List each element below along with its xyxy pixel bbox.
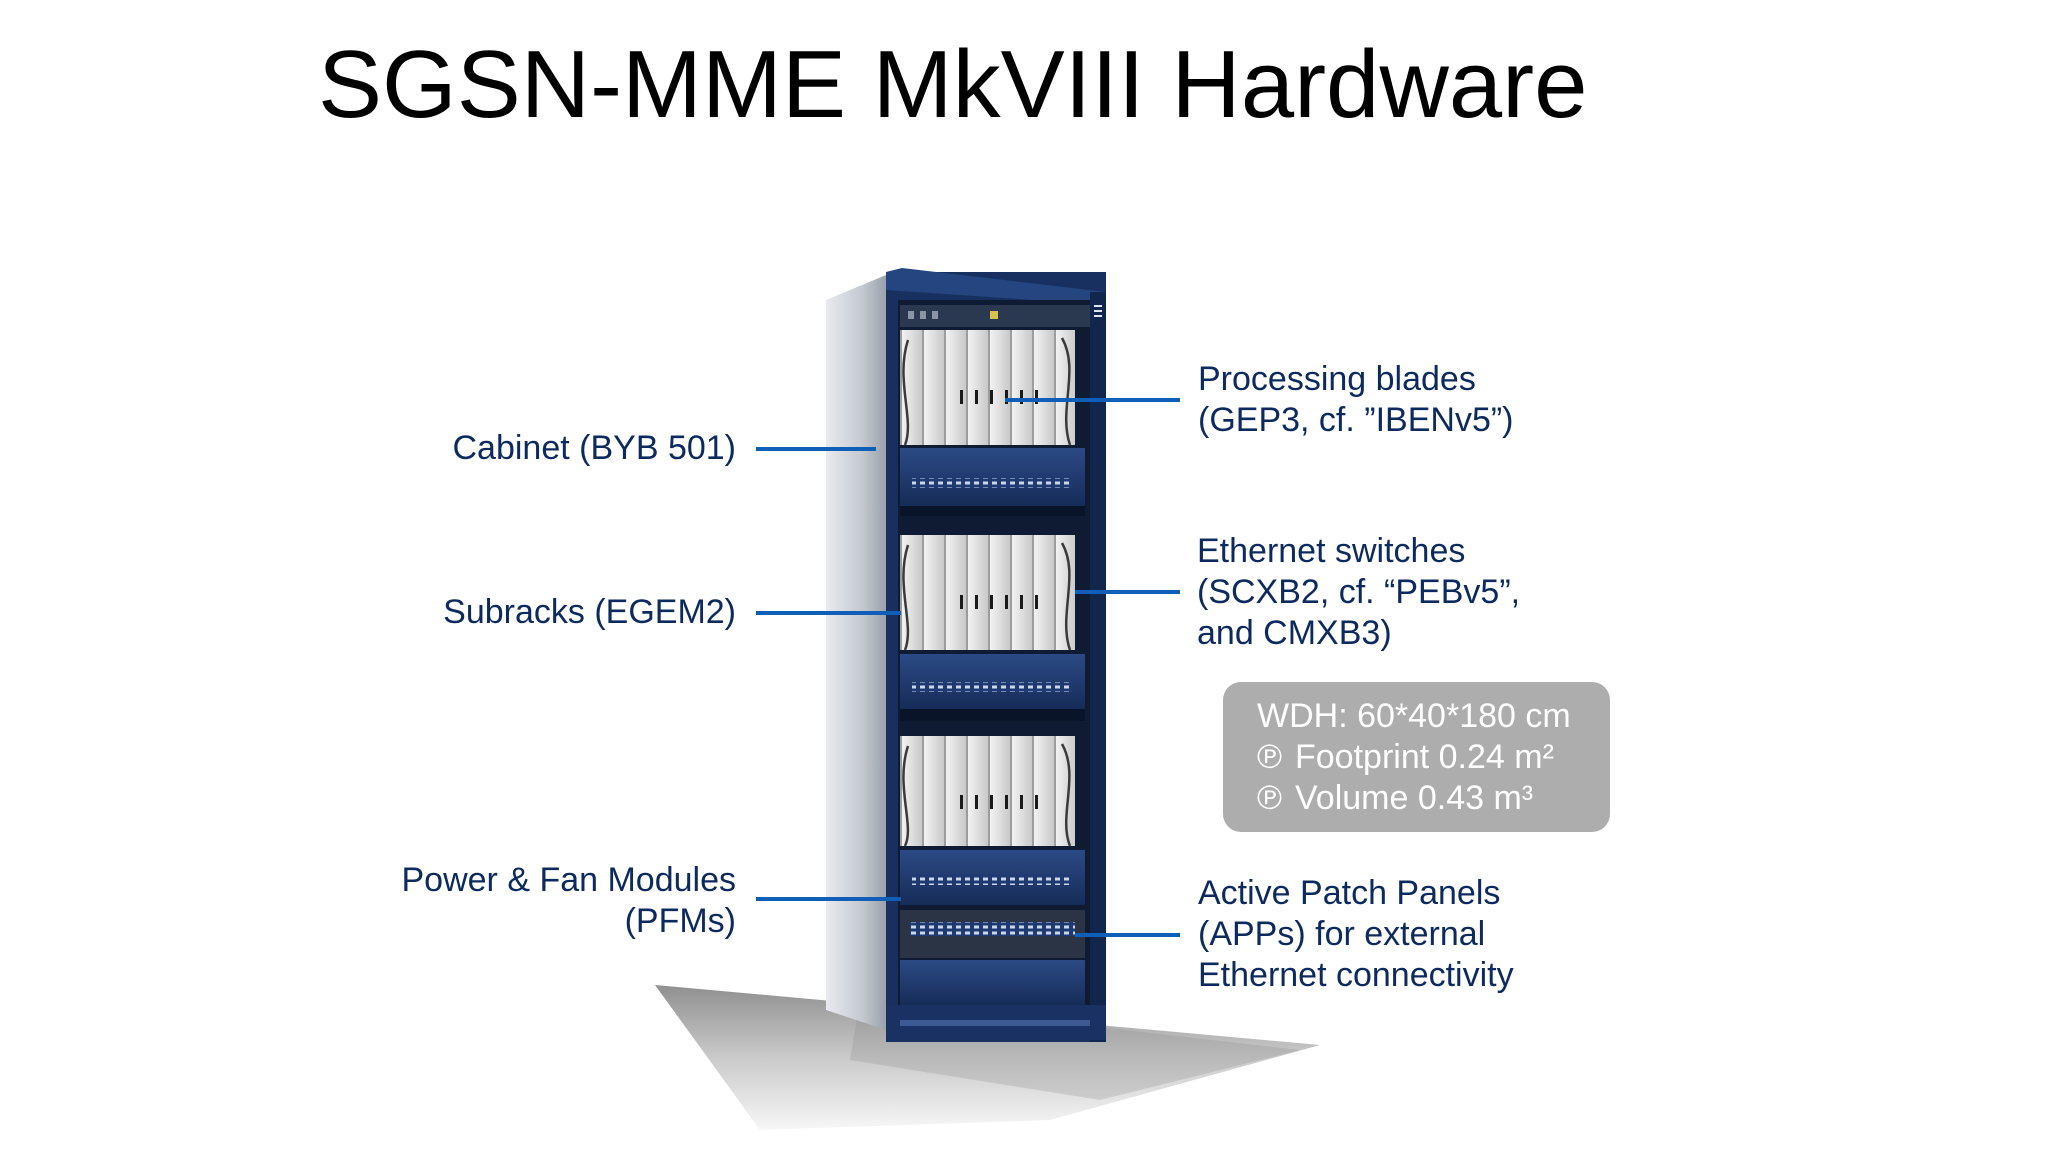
bullet-icon: ℗ [1257,738,1283,776]
subrack-2 [900,535,1085,721]
spec-footprint-row: ℗ Footprint 0.24 m² [1257,737,1610,778]
label-patch: Active Patch Panels (APPs) for external … [1198,874,1514,994]
leader-subracks [756,611,901,615]
label-subracks: Subracks (EGEM2) [443,593,736,631]
label-processing: Processing blades (GEP3, cf. ”IBENv5”) [1198,360,1514,439]
spec-volume: Volume 0.43 m³ [1295,779,1534,817]
leader-patch [1075,933,1180,937]
leader-pfm [756,897,901,901]
ericsson-logo [1094,305,1102,317]
spec-volume-row: ℗ Volume 0.43 m³ [1257,778,1610,819]
bullet-icon: ℗ [1257,779,1283,817]
page-title: SGSN-MME MkVIII Hardware [318,31,1588,138]
leader-cabinet [756,447,876,451]
floor-shadow [655,985,1320,1130]
label-pfm: Power & Fan Modules (PFMs) [401,861,737,940]
subrack-3 [900,736,1085,905]
subrack-1 [900,330,1085,516]
spec-box: WDH: 60*40*180 cm ℗ Footprint 0.24 m² ℗ Vo… [1223,682,1610,832]
cabinet-side-panel [826,275,886,1030]
label-cabinet: Cabinet (BYB 501) [452,429,737,467]
leader-ethernet [1075,590,1180,594]
spec-footprint: Footprint 0.24 m² [1295,738,1554,776]
leader-processing [1005,398,1180,402]
label-ethernet: Ethernet switches (SCXB2, cf. “PEBv5”, a… [1197,532,1521,652]
spec-dimensions: WDH: 60*40*180 cm [1257,697,1571,735]
